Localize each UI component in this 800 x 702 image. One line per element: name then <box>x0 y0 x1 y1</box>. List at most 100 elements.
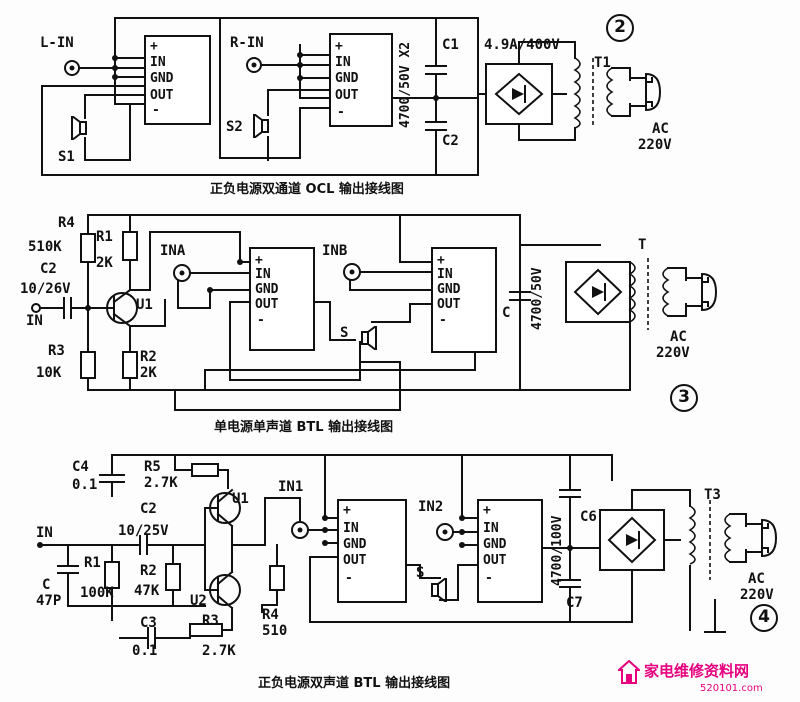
c4-value-label: 0.1 <box>72 477 98 493</box>
c4-label: C4 <box>72 459 89 475</box>
amp-pin-gnd: GND <box>343 537 367 552</box>
c2-label: C2 <box>140 501 157 517</box>
diagram-4-wiring <box>37 454 778 649</box>
speaker-s-label: S <box>340 325 349 341</box>
amp-pin-in: IN <box>255 267 271 282</box>
amp-pin-in: IN <box>343 521 359 536</box>
amp-pin-gnd: GND <box>150 71 174 86</box>
r2-label: R2 <box>140 349 157 365</box>
s2-label: S2 <box>226 119 243 135</box>
r1-value-label: 2K <box>96 255 113 271</box>
c2-label: C2 <box>40 261 57 277</box>
c3-label: C3 <box>140 615 157 631</box>
r2-label: R2 <box>140 563 157 579</box>
bridge-rating-label: 4.9A/400V <box>484 37 560 53</box>
amp-pin-out: OUT <box>335 88 359 103</box>
r1-value-label: 100K <box>80 585 114 601</box>
ac-voltage-label: 220V <box>656 345 690 361</box>
amp-pin-plus: + <box>335 39 343 54</box>
c7-label: C7 <box>566 595 583 611</box>
r2-value-label: 2K <box>140 365 157 381</box>
c-value-label: 47P <box>36 593 62 609</box>
amp-pin-minus: - <box>257 313 265 328</box>
u1-label: U1 <box>136 297 153 313</box>
r5-label: R5 <box>144 459 161 475</box>
r3-label: R3 <box>48 343 65 359</box>
c2-value-label: 10/26V <box>20 281 71 297</box>
speaker-icon <box>252 114 270 138</box>
amp-pin-out: OUT <box>255 297 279 312</box>
c-label: C <box>42 577 51 593</box>
speaker-icon <box>70 116 88 140</box>
input-label: IN <box>26 313 43 329</box>
r4-value-label: 510 <box>262 623 288 639</box>
amp-pin-in: IN <box>483 521 499 536</box>
r4-value-label: 510K <box>28 239 62 255</box>
in2-label: IN2 <box>418 499 444 515</box>
s1-label: S1 <box>58 149 75 165</box>
c1-label: C1 <box>442 37 459 53</box>
speaker-icon <box>360 326 378 350</box>
amp-pin-out: OUT <box>437 297 461 312</box>
amp-pin-minus: - <box>439 313 447 328</box>
u2-label: U2 <box>190 593 207 609</box>
r1-label: R1 <box>84 555 101 571</box>
amp-pin-plus: + <box>255 253 263 268</box>
amp-pin-gnd: GND <box>437 282 461 297</box>
diagram-caption: 单电源单声道 BTL 输出接线图 <box>214 420 394 435</box>
ac-voltage-label: 220V <box>740 587 774 603</box>
amp-pin-in: IN <box>437 267 453 282</box>
r1-label: R1 <box>96 229 113 245</box>
r2-value-label: 47K <box>134 583 160 599</box>
amp-pin-minus: - <box>337 105 345 120</box>
watermark-url: 520101.com <box>700 683 763 694</box>
amp-pin-minus: - <box>345 571 353 586</box>
ina-label: INA <box>160 243 186 259</box>
amp-pin-minus: - <box>485 571 493 586</box>
r-in-label: R-IN <box>230 35 264 51</box>
c6-label: C6 <box>580 509 597 525</box>
r3-value-label: 10K <box>36 365 62 381</box>
diagram-3-wiring <box>31 214 718 412</box>
diagram-number: 3 <box>678 387 690 407</box>
c2-value-label: 10/25V <box>118 523 169 539</box>
amp-pin-plus: + <box>343 503 351 518</box>
amp-pin-plus: + <box>483 503 491 518</box>
transformer-label: T3 <box>704 487 721 503</box>
cap-c-label: C <box>502 305 511 321</box>
r4-label: R4 <box>262 607 279 623</box>
c3-value-label: 0.1 <box>132 643 158 659</box>
amp-pin-out: OUT <box>483 553 507 568</box>
amp-pin-minus: - <box>152 103 160 118</box>
c2-label: C2 <box>442 133 459 149</box>
r5-value-label: 2.7K <box>144 475 178 491</box>
speaker-s-label: S <box>416 565 425 581</box>
diagram-caption: 正负电源双通道 OCL 输出接线图 <box>210 182 404 197</box>
ac-label: AC <box>670 329 687 345</box>
amp-pin-gnd: GND <box>255 282 279 297</box>
amp-pin-in: IN <box>335 55 351 70</box>
inb-label: INB <box>322 243 348 259</box>
cap-value-label: 4700/50V X2 <box>398 41 413 128</box>
diagram-number: 2 <box>614 17 626 37</box>
cap-value-label: 4700/100V <box>550 515 565 586</box>
amp-pin-gnd: GND <box>483 537 507 552</box>
in1-label: IN1 <box>278 479 304 495</box>
ac-voltage-label: 220V <box>638 137 672 153</box>
ac-label: AC <box>652 121 669 137</box>
r4-label: R4 <box>58 215 75 231</box>
transformer-label: T <box>638 237 647 253</box>
amp-pin-plus: + <box>437 253 445 268</box>
u1-label: U1 <box>232 491 249 507</box>
diagram-number: 4 <box>758 607 770 627</box>
diagram-caption: 正负电源双声道 BTL 输出接线图 <box>258 676 451 691</box>
house-logo-icon <box>618 660 640 684</box>
speaker-icon <box>430 578 448 602</box>
input-label: IN <box>36 525 53 541</box>
amp-pin-out: OUT <box>150 88 174 103</box>
amp-pin-gnd: GND <box>335 71 359 86</box>
r3-label: R3 <box>202 613 219 629</box>
watermark-name: 家电维修资料网 <box>644 662 750 680</box>
